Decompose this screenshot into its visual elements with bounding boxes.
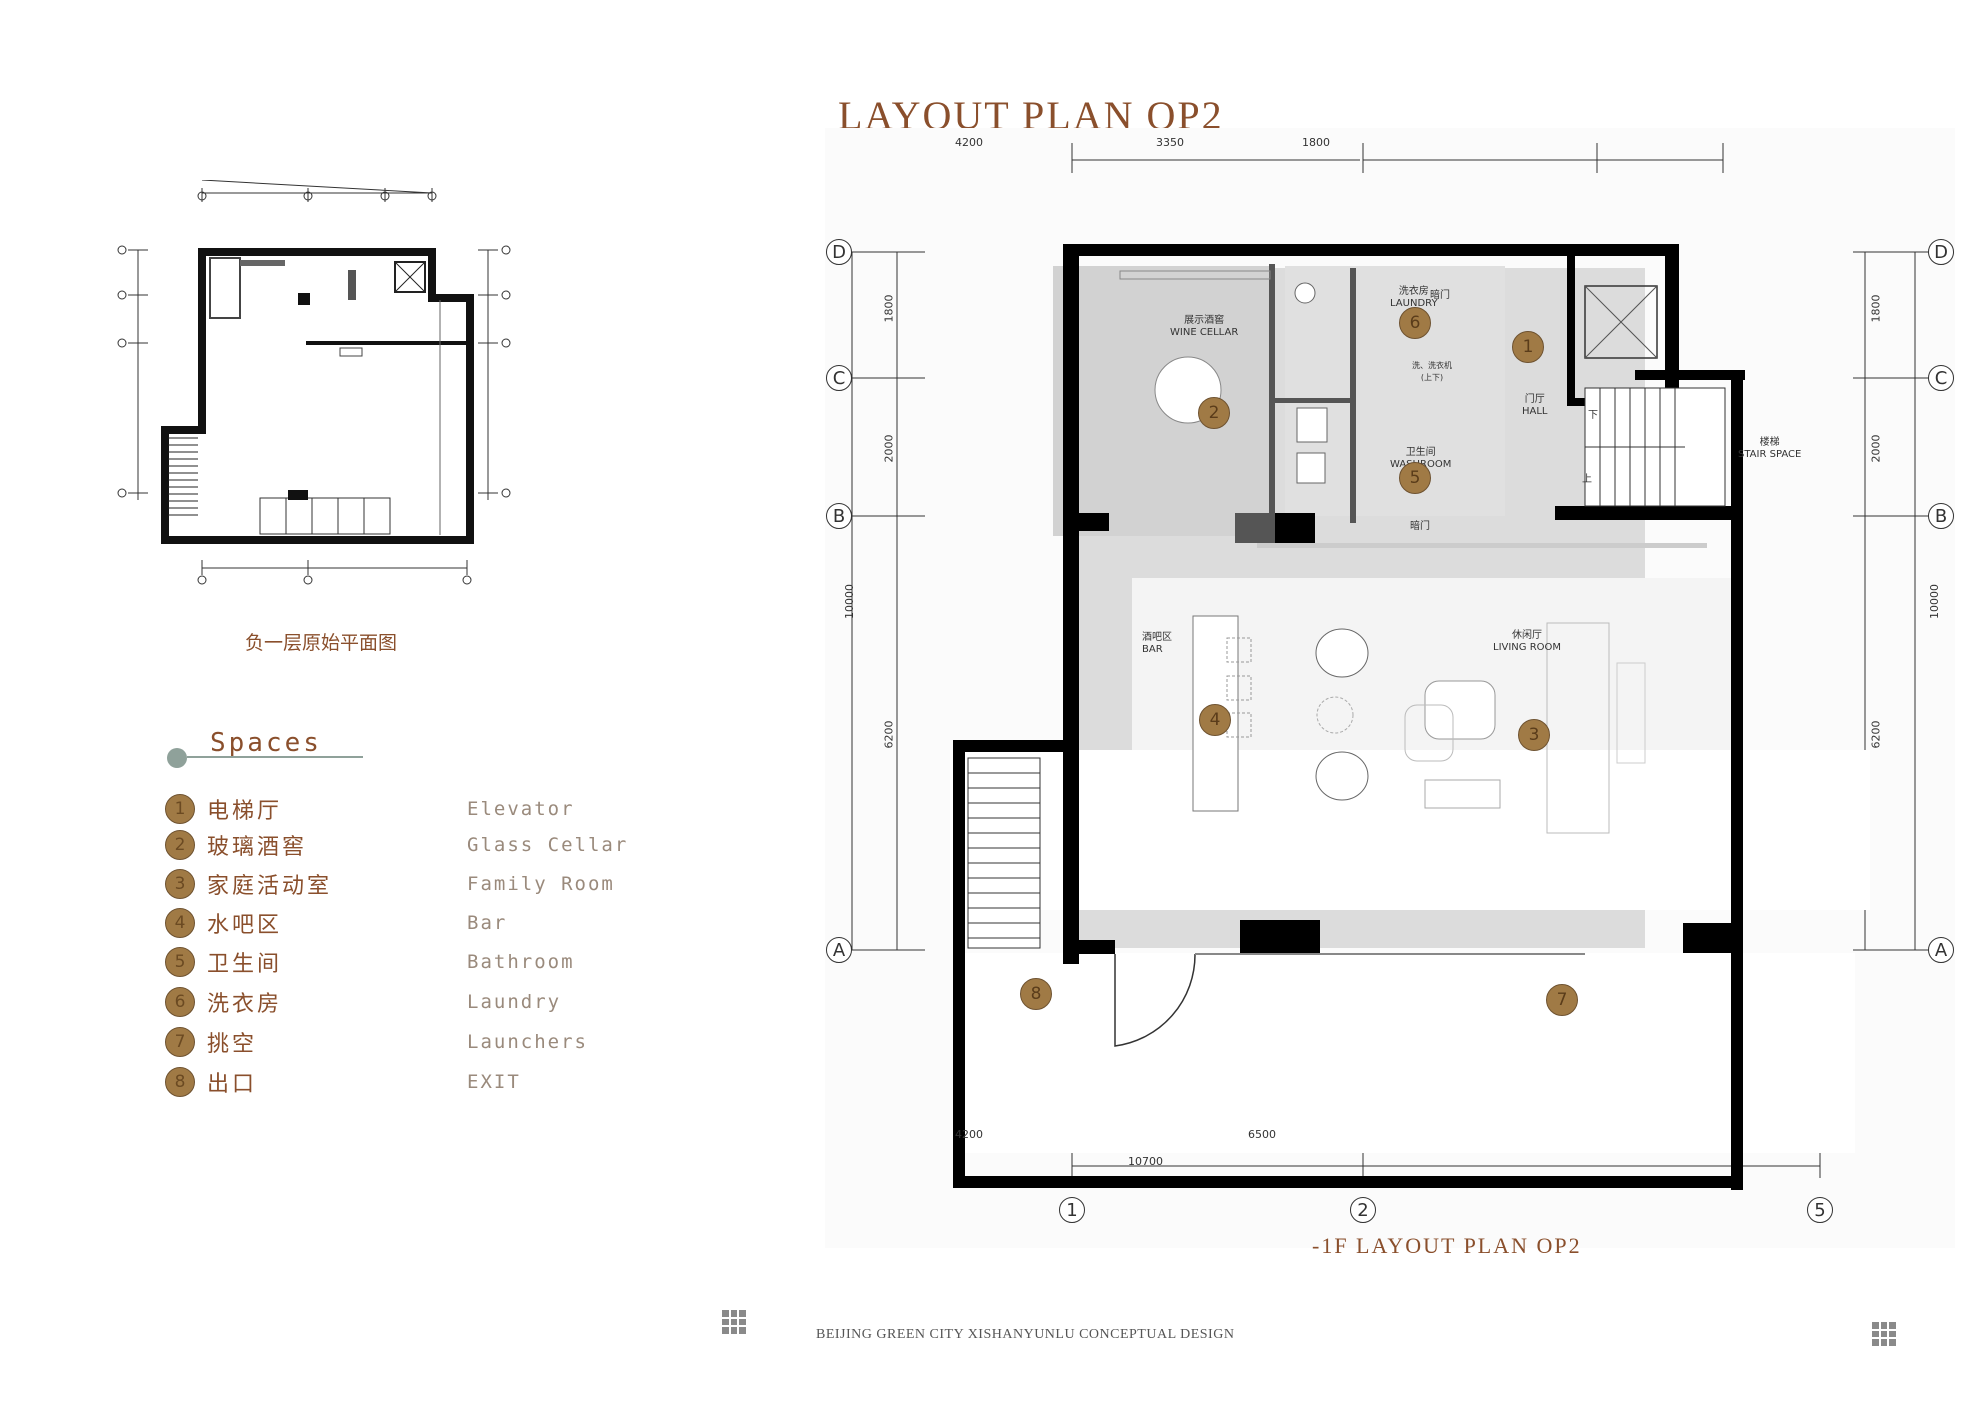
room-badge-launchers: 7 (1546, 984, 1578, 1016)
legend-name-zh: 洗衣房 (207, 992, 283, 1017)
room-label-wine-cellar: 展示酒窖 WINE CELLAR (1170, 315, 1239, 338)
room-badge-laundry: 6 (1399, 307, 1431, 339)
dim-bottom-2: 6500 (1248, 1128, 1276, 1141)
footer-project-name: BEIJING GREEN CITY XISHANYUNLU CONCEPTUA… (816, 1327, 1235, 1342)
room-label-living: 休闲厅 LIVING ROOM (1493, 630, 1562, 653)
dim-bottom-total: 10700 (1128, 1155, 1163, 1168)
room-label-hidden-door: 暗门 (1430, 290, 1450, 301)
legend-number-badge: 2 (165, 830, 195, 860)
legend-item: 8 出口 EXIT (165, 1065, 521, 1099)
axis-row-b-right: B (1928, 503, 1954, 529)
room-badge-glass-cellar: 2 (1198, 397, 1230, 429)
dim-top-2: 3350 (1156, 136, 1184, 149)
legend-name-en: Bathroom (467, 951, 575, 973)
room-badge-family-room: 3 (1518, 719, 1550, 751)
dim-left-4: 6200 (882, 720, 896, 749)
axis-row-a-left: A (826, 937, 852, 963)
dim-left-2: 2000 (882, 434, 896, 463)
legend-name-en: Launchers (467, 1031, 588, 1053)
legend-number-badge: 7 (165, 1027, 195, 1057)
legend-name-zh: 挑空 (207, 1032, 258, 1057)
legend-title-underline (167, 748, 363, 768)
dim-left-1: 1800 (882, 294, 896, 323)
legend-item: 6 洗衣房 Laundry (165, 985, 561, 1019)
axis-row-c-right: C (1928, 365, 1954, 391)
legend-name-zh: 玻璃酒窖 (207, 835, 308, 860)
dim-top-1: 4200 (955, 136, 983, 149)
dim-right-2: 2000 (1869, 434, 1883, 463)
axis-col-1: 1 (1059, 1197, 1085, 1223)
original-plan-caption: 负一层原始平面图 (245, 632, 398, 654)
dim-top-3: 1800 (1302, 136, 1330, 149)
grid-logo-icon (722, 1310, 746, 1334)
legend-name-en: Elevator (467, 798, 575, 820)
room-badge-bar: 4 (1199, 704, 1231, 736)
legend-name-en: EXIT (467, 1071, 521, 1093)
legend-name-zh: 水吧区 (207, 913, 283, 938)
legend-name-zh: 卫生间 (207, 952, 283, 977)
dim-bottom-1: 4200 (955, 1128, 983, 1141)
room-label-stair: 楼梯 STAIR SPACE (1738, 437, 1802, 460)
legend-name-en: Family Room (467, 873, 615, 895)
axis-row-a-right: A (1928, 937, 1954, 963)
dim-right-1: 1800 (1869, 294, 1883, 323)
legend-name-zh: 家庭活动室 (207, 874, 333, 899)
legend-name-en: Laundry (467, 991, 562, 1013)
legend-number-badge: 1 (165, 794, 195, 824)
legend-item: 5 卫生间 Bathroom (165, 945, 575, 979)
legend-number-badge: 6 (165, 987, 195, 1017)
room-label-bar: 酒吧区 BAR (1142, 632, 1172, 655)
room-badge-elevator: 1 (1512, 331, 1544, 363)
room-label-washer: 洗、洗衣机 (上下) (1412, 361, 1452, 382)
legend-item: 4 水吧区 Bar (165, 906, 507, 940)
axis-col-5: 5 (1807, 1197, 1833, 1223)
axis-row-b-left: B (826, 503, 852, 529)
legend-name-en: Glass Cellar (467, 834, 629, 856)
stair-down-label: 下 (1588, 410, 1598, 421)
legend-name-en: Bar (467, 912, 508, 934)
room-label-hall: 门厅 HALL (1522, 394, 1548, 417)
original-floor-plan (117, 180, 511, 585)
room-badge-exit: 8 (1020, 978, 1052, 1010)
legend-number-badge: 8 (165, 1067, 195, 1097)
legend-item: 3 家庭活动室 Family Room (165, 867, 615, 901)
plan-subtitle: -1F LAYOUT PLAN OP2 (1312, 1233, 1582, 1258)
legend-number-badge: 3 (165, 869, 195, 899)
dim-right-3: 10000 (1928, 584, 1941, 619)
grid-logo-icon (1872, 1322, 1896, 1346)
dim-right-4: 6200 (1869, 720, 1883, 749)
legend-number-badge: 4 (165, 908, 195, 938)
axis-row-d-right: D (1928, 239, 1954, 265)
stair-up-label: 上 (1582, 474, 1592, 485)
axis-row-c-left: C (826, 365, 852, 391)
axis-col-2: 2 (1350, 1197, 1376, 1223)
dim-left-3: 10000 (843, 584, 856, 619)
legend-item: 7 挑空 Launchers (165, 1025, 588, 1059)
room-badge-bathroom: 5 (1399, 462, 1431, 494)
legend-name-zh: 出口 (207, 1072, 258, 1097)
legend-item: 2 玻璃酒窖 Glass Cellar (165, 828, 628, 862)
legend-item: 1 电梯厅 Elevator (165, 792, 575, 826)
legend-number-badge: 5 (165, 947, 195, 977)
legend-title: Spaces (210, 728, 322, 758)
axis-row-d-left: D (826, 239, 852, 265)
room-label-laundry: 洗衣房 LAUNDRY (1390, 286, 1438, 309)
legend-name-zh: 电梯厅 (207, 799, 283, 824)
room-label-hidden-door-2: 暗门 (1410, 521, 1430, 532)
